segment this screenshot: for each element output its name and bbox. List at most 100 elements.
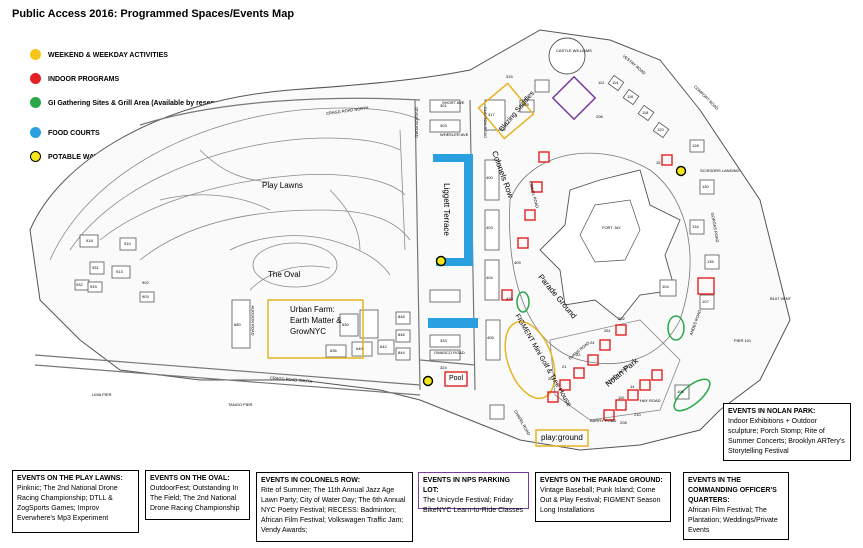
legend-label: GI Gathering Sites & Grill Area (Availab… <box>48 100 237 107</box>
the-oval-label: The Oval <box>268 270 301 279</box>
box-heading: EVENTS ON THE PARADE GROUND: <box>540 477 663 484</box>
events-parade-ground-box: EVENTS ON THE PARADE GROUND: Vintage Bas… <box>535 472 671 522</box>
building-number: 333 <box>440 338 447 343</box>
box-body: The Unicycle Festival; Friday BikeNYC Le… <box>423 497 523 514</box>
building-number: 913 <box>116 269 123 274</box>
food-court-south <box>428 318 478 328</box>
building-number: 251 <box>604 328 611 333</box>
building-number: 22 <box>576 352 581 357</box>
nps-parking-area <box>551 75 597 121</box>
legend-label: FOOD COURTS <box>48 130 100 137</box>
fort-jay-label: FORT JAY <box>602 225 621 230</box>
legend-item-gathering: GI Gathering Sites & Grill Area (Availab… <box>30 96 260 116</box>
building-number: 315 <box>506 74 513 79</box>
building-number: 932 <box>76 282 83 287</box>
building-number: 680 <box>234 322 241 327</box>
building-number: 108 <box>677 389 684 394</box>
red-dot-icon <box>30 73 41 84</box>
figment-area <box>504 320 556 400</box>
building-number: 846 <box>398 332 405 337</box>
pool-label: Pool <box>449 375 464 382</box>
playground-area <box>535 429 589 447</box>
building-number: 317 <box>488 112 495 117</box>
road-label-short: SHORT AVE <box>442 100 465 105</box>
building-number: 910 <box>124 241 131 246</box>
box-body: Pinknic; The 2nd National Drone Racing C… <box>17 485 118 522</box>
building-number: 206 <box>596 114 603 119</box>
building-number: 640 <box>356 346 363 351</box>
blazing-saddles-area <box>477 82 535 140</box>
building-number: 120 <box>657 127 664 132</box>
the-oval <box>252 242 338 288</box>
building-number: 114 <box>612 80 619 85</box>
legend-item-food: FOOD COURTS <box>30 126 260 140</box>
fort-jay-star <box>539 169 681 321</box>
building-number: 933 <box>90 284 97 289</box>
road-label-hudson: HUDSON ROAD <box>250 305 256 336</box>
events-colonels-row-box: EVENTS IN COLONELS ROW: Rite of Summer; … <box>256 472 413 542</box>
building-number: 324 <box>440 365 447 370</box>
building-number: 14 <box>630 384 635 389</box>
urban-farm-area <box>267 299 364 359</box>
building-number: 642 <box>380 344 387 349</box>
building-number: 400 <box>486 175 493 180</box>
building-number: 405 <box>487 335 494 340</box>
yellow-dot-icon <box>30 49 41 60</box>
events-nps-parking-box: EVENTS IN NPS PARKING LOT: The Unicycle … <box>418 472 529 514</box>
building-number: 903 <box>142 294 149 299</box>
building-number: 135 <box>707 259 714 264</box>
building-number: 110 <box>618 395 625 400</box>
water-fountain-icon <box>30 151 41 162</box>
east-buildings <box>489 74 720 420</box>
liggett-buildings <box>429 99 506 361</box>
legend-label: WEEKEND & WEEKDAY ACTIVITIES <box>48 52 168 59</box>
road-label-hay: HAY ROAD <box>640 398 661 403</box>
building-number: 636 <box>330 348 337 353</box>
building-number: 210 <box>634 412 641 417</box>
legend-item-activities: WEEKEND & WEEKDAY ACTIVITIES <box>30 48 260 62</box>
box-body: Vintage Baseball; Punk Island; Come Out … <box>540 487 661 514</box>
legend-item-indoor: INDOOR PROGRAMS <box>30 72 260 86</box>
liggett-terrace-label: Liggett Terrace <box>441 183 451 236</box>
building-number: 630 <box>342 322 349 327</box>
box-heading: EVENTS ON THE OVAL: <box>150 475 230 482</box>
building-number: 107 <box>702 299 709 304</box>
building-number: 404 <box>486 275 493 280</box>
box-body: African Film Festival; The Plantation; W… <box>688 507 778 534</box>
box-body: OutdoorFest; Outstanding In The Field; T… <box>150 485 240 512</box>
blue-dot-icon <box>30 127 41 138</box>
food-court-liggett <box>433 154 473 266</box>
box-body: Indoor Exhibitions + Outdoor sculpture; … <box>728 418 845 455</box>
building-number: 403 <box>486 225 493 230</box>
indoor-program-markers <box>444 151 715 421</box>
building-number: 303 <box>440 123 447 128</box>
building-number: 21 <box>562 364 567 369</box>
road-label-tango-pier: TANGO PIER <box>228 402 253 407</box>
urban-farm-label: Urban Farm: Earth Matter & GrowNYC <box>290 305 342 336</box>
building-number: 104 <box>662 284 669 289</box>
building-number: 301 <box>440 103 447 108</box>
building-number: 202 <box>618 316 625 321</box>
road-label-pier101: PIER 101 <box>734 338 752 343</box>
road-label-wheeler: WHEELER AVE <box>440 132 469 137</box>
water-fountain-markers <box>422 165 687 387</box>
building-number: 848 <box>398 314 405 319</box>
events-oval-box: EVENTS ON THE OVAL: OutdoorFest; Outstan… <box>145 470 250 520</box>
events-play-lawns-box: EVENTS ON THE PLAY LAWNS: Pinknic; The 2… <box>12 470 139 533</box>
building-number: 208 <box>620 420 627 425</box>
green-dot-icon <box>30 97 41 108</box>
road-label-scissors: SCISSORS LANDING <box>700 168 740 173</box>
road-label-b107: B107 VENT <box>770 296 792 301</box>
building-number: 844 <box>398 350 405 355</box>
building-number: 116 <box>627 94 634 99</box>
castle-williams <box>548 37 586 75</box>
box-body: Rite of Summer; The 11th Annual Jazz Age… <box>261 487 406 534</box>
building-number: 130 <box>702 184 709 189</box>
events-commanding-officers-box: EVENTS IN THE COMMANDING OFFICER'S QUART… <box>683 472 789 540</box>
road-label-lima-pier: LIMA PIER <box>92 392 112 397</box>
box-heading: EVENTS IN NPS PARKING LOT: <box>423 477 510 494</box>
nolan-park-outline <box>549 319 681 421</box>
legend-label: INDOOR PROGRAMS <box>48 76 120 83</box>
building-number: 134 <box>692 224 699 229</box>
